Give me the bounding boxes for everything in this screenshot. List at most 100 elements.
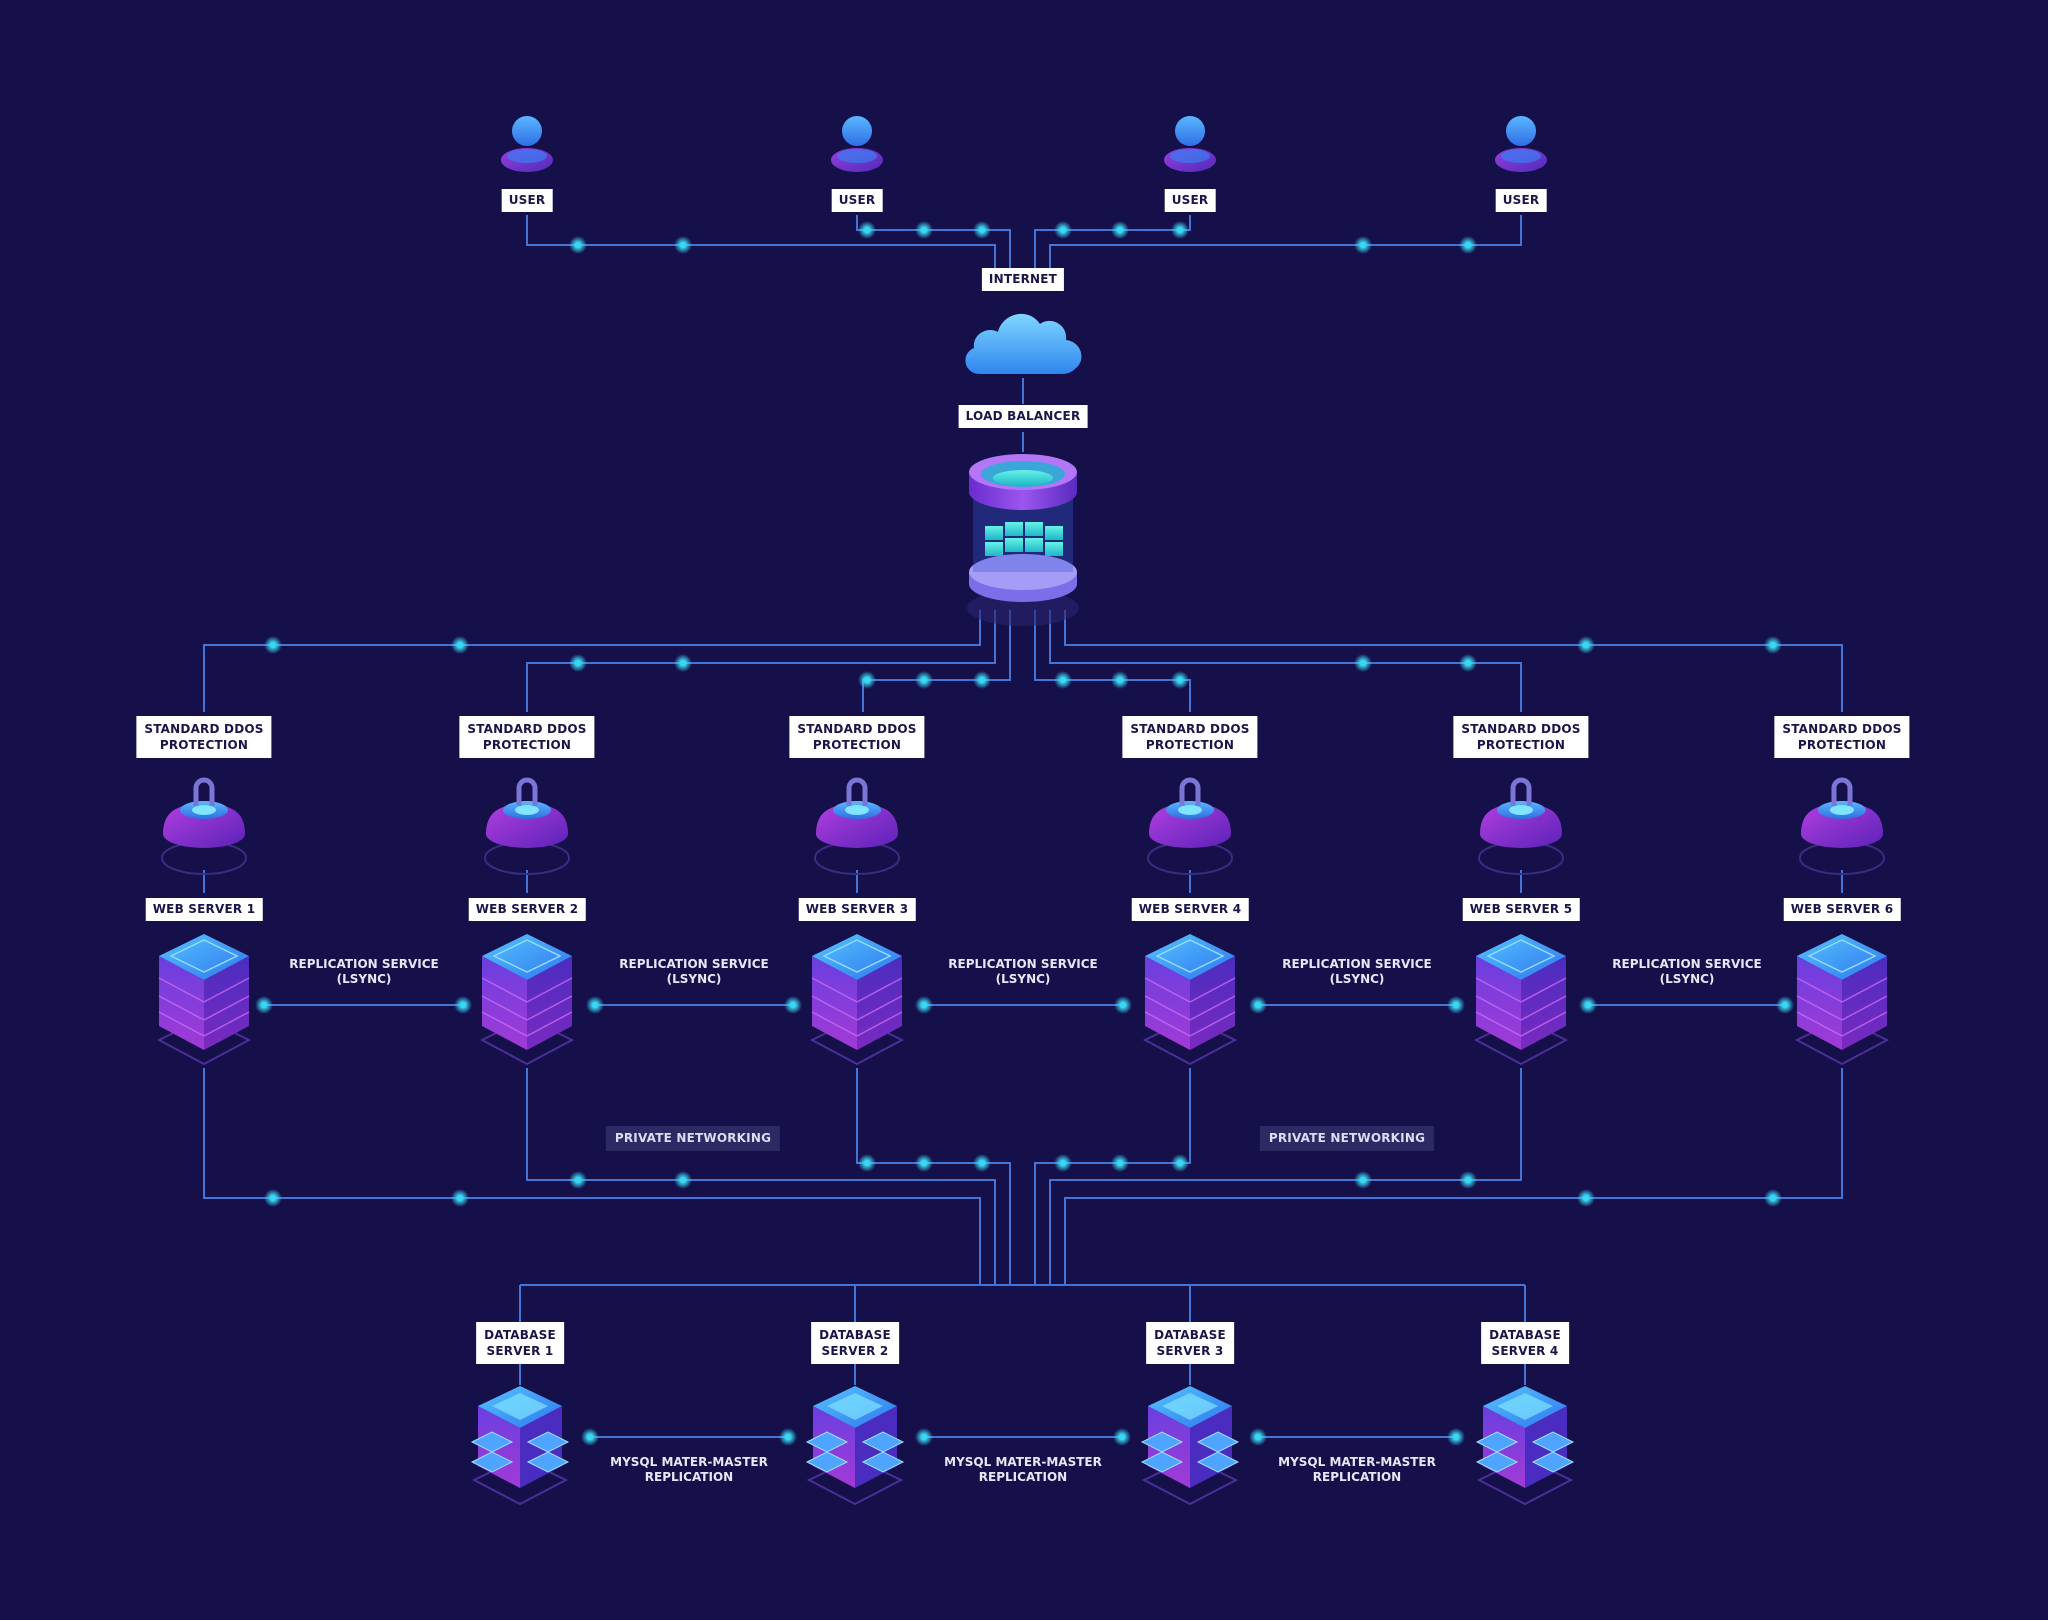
wire-node [921,1002,927,1008]
wire-node [1465,242,1471,248]
wire-node [1120,1002,1126,1008]
wire-node [790,1002,796,1008]
ddos-lock-icon [484,777,570,875]
wire-node [921,1160,927,1166]
ddos-lock-icon [1147,777,1233,875]
wire-lb-ddos-6 [1064,610,1843,712]
load-balancer-icon [967,454,1079,626]
wire-ws-bus-2 [526,1068,996,1285]
wire-node [575,1177,581,1183]
wire-node [680,1177,686,1183]
wire-node [270,642,276,648]
load-balancer-label: LOAD BALANCER [958,405,1088,428]
wire-node [457,642,463,648]
wire-node [1583,642,1589,648]
web-server-label: WEB SERVER 1 [145,898,263,921]
user-icon [1495,116,1547,172]
user-icon [831,116,883,172]
wire-node [1255,1434,1261,1440]
wire-node [979,1160,985,1166]
web-server-label: WEB SERVER 6 [1783,898,1901,921]
wire-node [1453,1002,1459,1008]
internet-label: INTERNET [981,268,1065,291]
web-server-icon [1794,934,1890,1066]
wire-node [1770,1195,1776,1201]
wire-lb-ddos-5 [1049,610,1522,712]
user-label: USER [831,189,883,212]
wire-node [460,1002,466,1008]
wire-node [921,227,927,233]
wire-lb-ddos-3 [862,610,1011,712]
cloud-icon [965,313,1082,374]
wire-node [1360,242,1366,248]
wire-node [680,242,686,248]
private-networking-label: PRIVATE NETWORKING [1259,1126,1435,1151]
wire-nodes [255,221,1794,1446]
wire-node [864,1160,870,1166]
wire-ws-bus-3 [856,1068,1011,1285]
replication-caption: REPLICATION SERVICE(LSYNC) [619,957,769,986]
wire-user-1 [526,215,996,272]
ddos-lock-icon [1478,777,1564,875]
wire-node [1177,1160,1183,1166]
wire-node [1360,1177,1366,1183]
wire-node [1465,1177,1471,1183]
web-server-label: WEB SERVER 4 [1131,898,1249,921]
wire-node [270,1195,276,1201]
web-server-icon [156,934,252,1066]
wire-node [864,677,870,683]
wire-node [1770,642,1776,648]
web-server-label: WEB SERVER 2 [468,898,586,921]
wire-node [1465,660,1471,666]
wire-node [1177,677,1183,683]
wire-user-2 [856,215,1011,272]
database-server-icon [470,1386,570,1506]
ddos-lock-icon [1799,777,1885,875]
ddos-lock-icon [161,777,247,875]
wire-node [785,1434,791,1440]
database-server-icon [1475,1386,1575,1506]
wire-node [1453,1434,1459,1440]
wire-node [1117,677,1123,683]
wire-node [680,660,686,666]
wire-ws-bus-1 [203,1068,981,1285]
wire-node [1360,660,1366,666]
wire-node [1060,1160,1066,1166]
wire-node [864,227,870,233]
wire-user-4 [1049,215,1522,272]
user-label: USER [501,189,553,212]
wire-node [979,227,985,233]
wire-node [1255,1002,1261,1008]
web-server-icon [809,934,905,1066]
ddos-lock-icon [814,777,900,875]
private-networking-label: PRIVATE NETWORKING [605,1126,781,1151]
wire-node [1585,1002,1591,1008]
wire-ws-bus-5 [1049,1068,1522,1285]
wire-node [592,1002,598,1008]
user-icon [1164,116,1216,172]
web-server-label: WEB SERVER 5 [1462,898,1580,921]
web-server-icon [479,934,575,1066]
user-label: USER [1495,189,1547,212]
web-server-icon [1473,934,1569,1066]
wire-node [261,1002,267,1008]
replication-caption: REPLICATION SERVICE(LSYNC) [1282,957,1432,986]
replication-caption: REPLICATION SERVICE(LSYNC) [289,957,439,986]
wire-node [1117,1160,1123,1166]
wire-node [1117,227,1123,233]
wire-node [587,1434,593,1440]
web-server-label: WEB SERVER 3 [798,898,916,921]
wire-node [457,1195,463,1201]
